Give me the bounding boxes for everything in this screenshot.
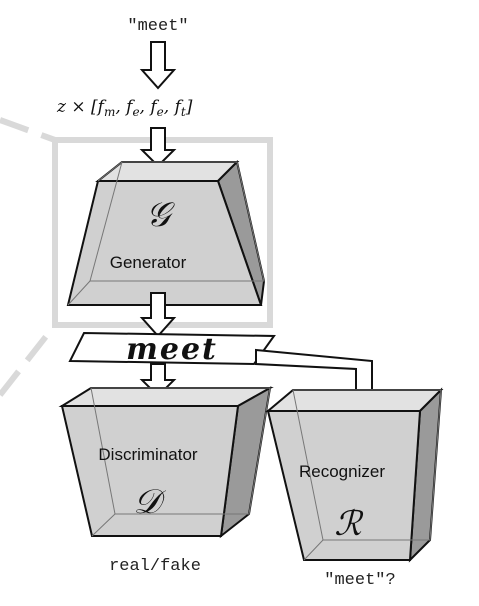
generated-word-image: meet [126,332,218,367]
input-word-label: "meet" [127,17,188,36]
generator-block: 𝒢 Generator [66,160,266,306]
word-card-background [68,331,276,366]
recognizer-label: Recognizer [299,462,385,481]
generated-word-card: meet [68,331,276,367]
recognizer-symbol: ℛ [334,504,364,544]
discriminator-label: Discriminator [98,445,198,464]
discriminator-block: Discriminator 𝒟 [58,386,274,539]
noise-arrow [139,127,177,168]
discriminator-output-label: real/fake [109,557,201,576]
generator-output-arrow [139,292,177,338]
noise-term-m-sub: m [104,105,115,119]
noise-expression: z × [fm, fe, fe, ft] [56,97,193,119]
recognizer-front-face [266,410,422,561]
discriminator-front-face [60,405,240,537]
generator-symbol: 𝒢 [146,195,175,235]
recognizer-block: Recognizer ℛ [265,387,444,563]
generator-label: Generator [110,253,187,272]
input-arrow [139,41,177,90]
generator-front-face [66,180,263,306]
recognizer-output-label: "meet"? [324,571,395,590]
